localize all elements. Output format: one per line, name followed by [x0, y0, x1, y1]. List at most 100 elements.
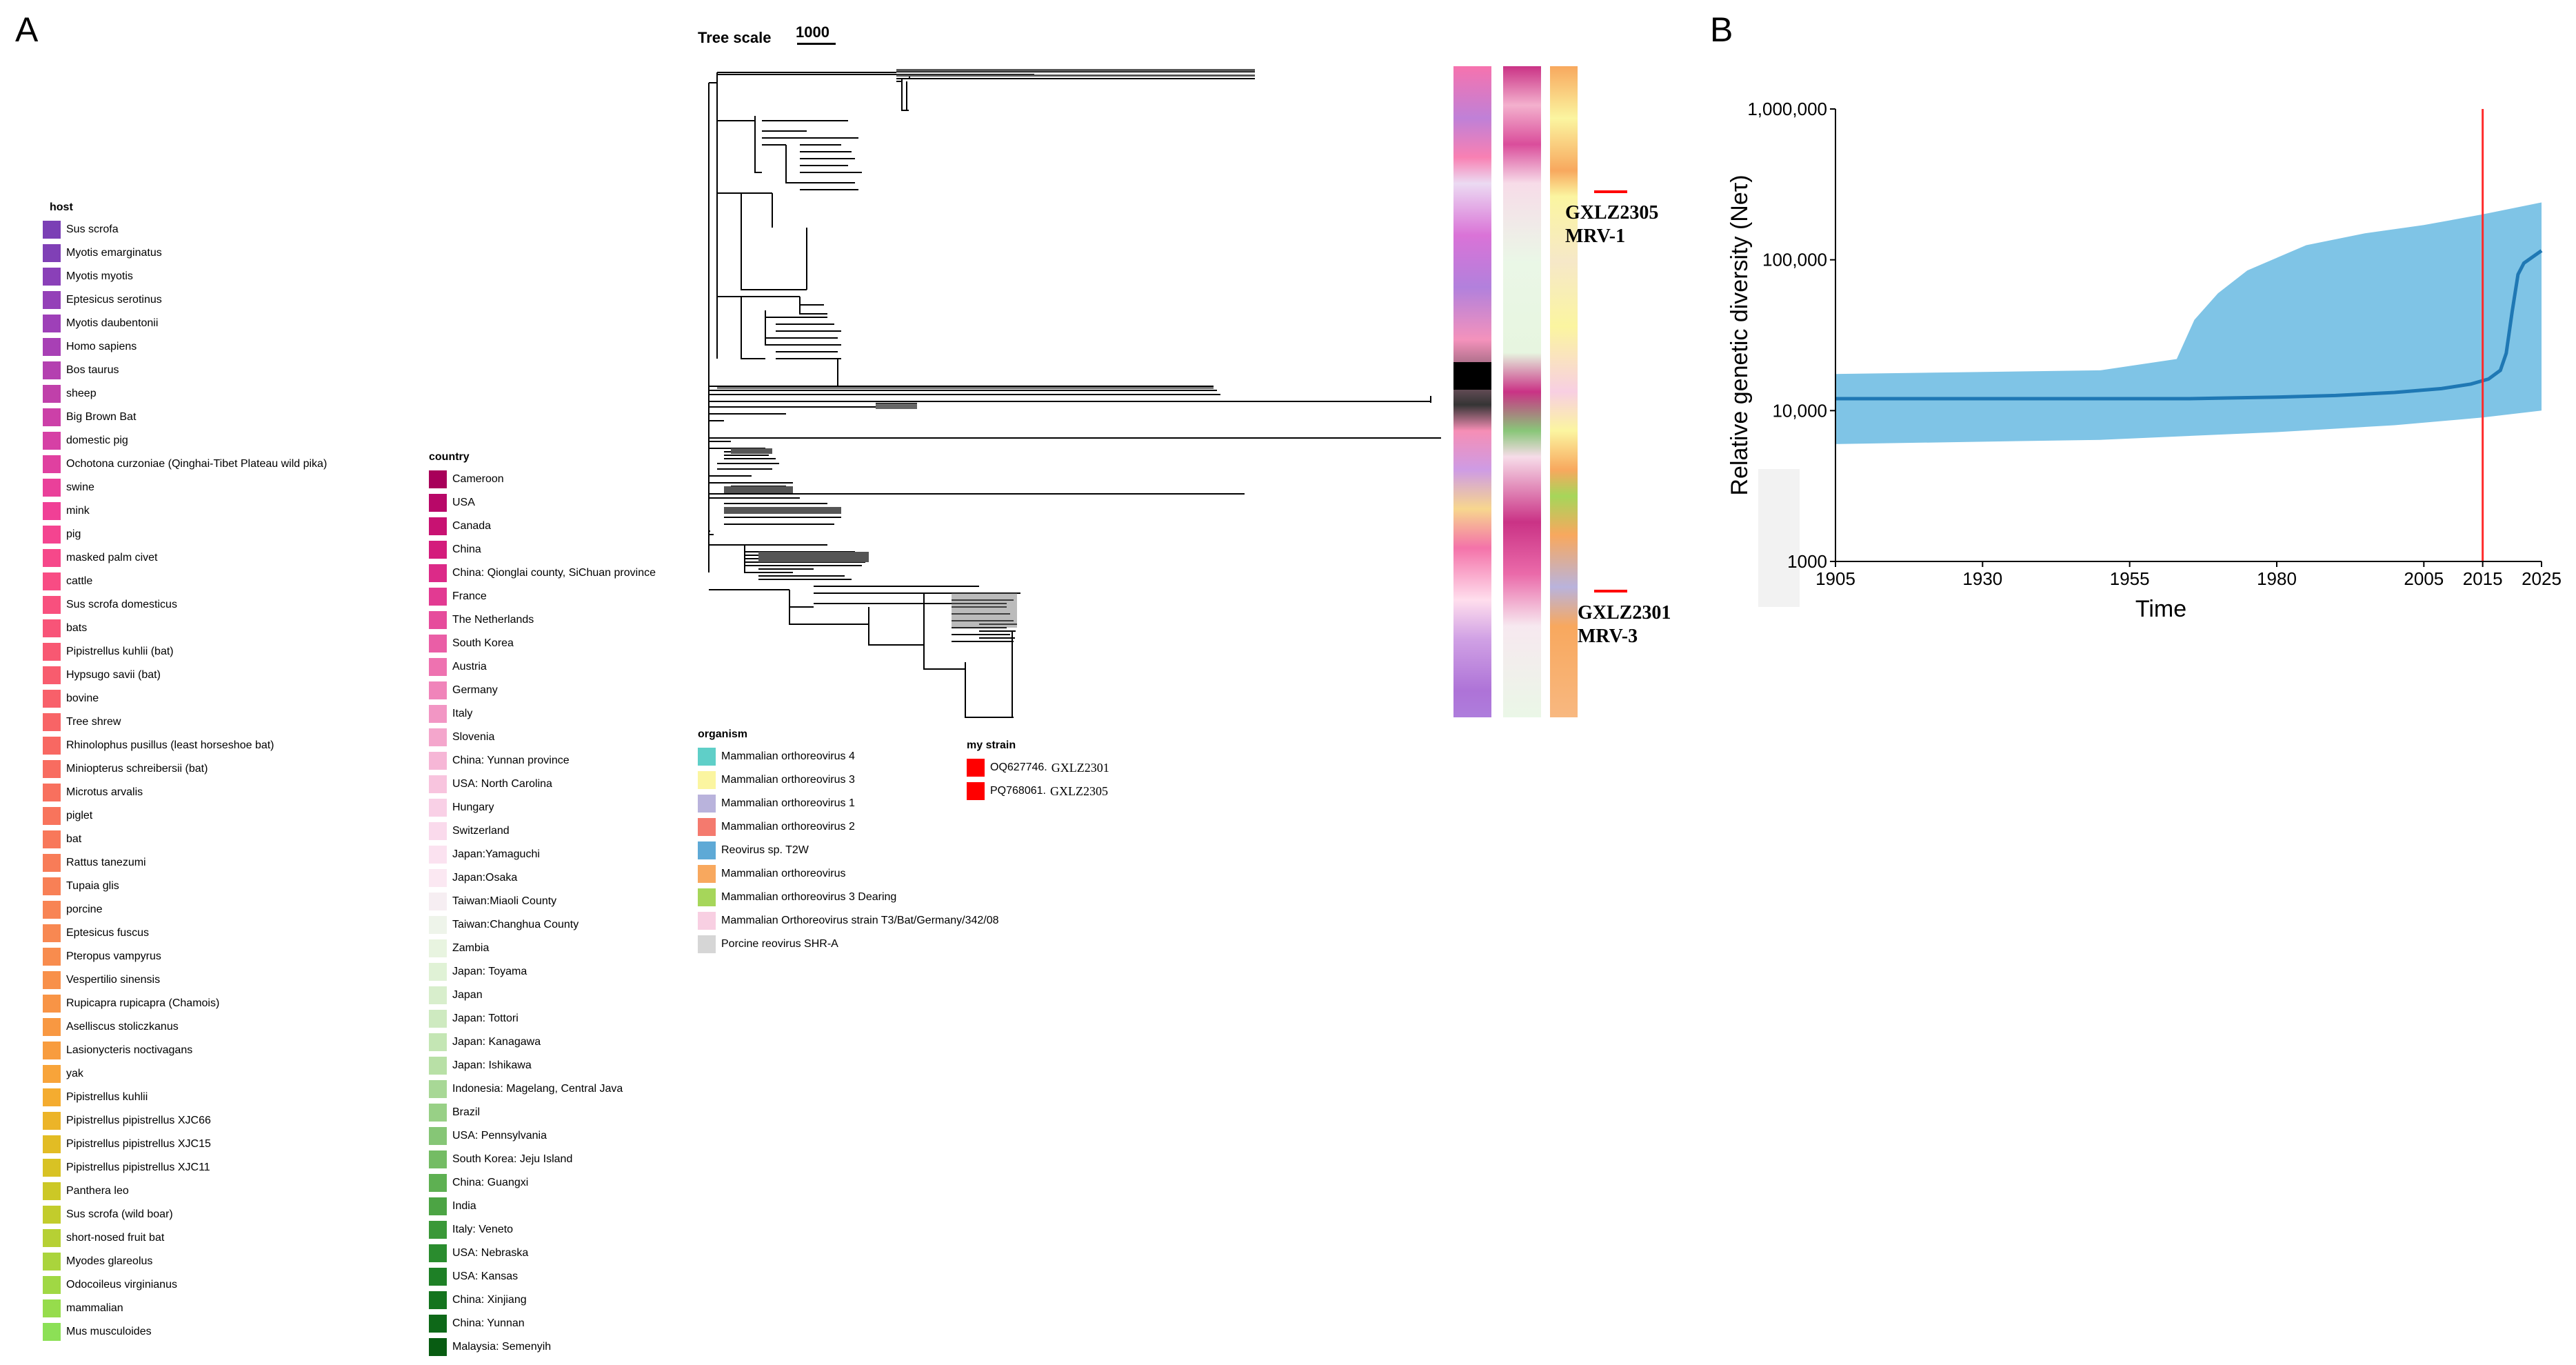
legend-item: USA [429, 491, 656, 515]
legend-label: short-nosed fruit bat [66, 1232, 165, 1244]
legend-item: Hypsugo savii (bat) [43, 664, 327, 687]
legend-item: China: Yunnan [429, 1312, 656, 1335]
legend-label: Panthera leo [66, 1185, 129, 1197]
legend-swatch [43, 690, 61, 708]
legend-label: pig [66, 528, 81, 540]
legend-swatch [967, 782, 985, 800]
legend-swatch [429, 846, 447, 864]
legend-swatch [43, 1112, 61, 1130]
legend-swatch [429, 1221, 447, 1239]
x-tick-label: 1930 [1962, 568, 2002, 589]
legend-label: China: Qionglai county, SiChuan province [452, 567, 656, 579]
legend-swatch [43, 643, 61, 661]
legend-label: Pteropus vampyrus [66, 950, 161, 962]
legend-label: South Korea [452, 637, 514, 649]
legend-item: Mammalian orthoreovirus 4 [698, 745, 999, 768]
legend-swatch [43, 291, 61, 309]
legend-item: Microtus arvalis [43, 781, 327, 804]
legend-item: Germany [429, 679, 656, 702]
legend-label: Cameroon [452, 473, 504, 485]
legend-label: China [452, 544, 481, 555]
country-annotation-strip [1503, 66, 1541, 717]
legend-swatch [698, 818, 716, 836]
legend-swatch [43, 361, 61, 379]
legend-swatch [43, 1206, 61, 1224]
legend-swatch [43, 807, 61, 825]
legend-label: Eptesicus fuscus [66, 927, 150, 939]
legend-item: China: Yunnan province [429, 749, 656, 773]
legend-item: Switzerland [429, 819, 656, 843]
x-tick-label: 2015 [2463, 568, 2503, 589]
legend-label: Indonesia: Magelang, Central Java [452, 1083, 623, 1095]
strain-name: GXLZ2301 [1578, 602, 1671, 624]
legend-label: Ochotona curzoniae (Qinghai-Tibet Platea… [66, 458, 328, 470]
legend-swatch [43, 526, 61, 544]
strain-marker-gxlz2301 [1594, 590, 1627, 592]
y-tick-label: 1000 [1787, 551, 1827, 572]
legend-swatch [43, 268, 61, 286]
legend-item: India [429, 1195, 656, 1218]
legend-swatch [429, 1080, 447, 1098]
legend-item: Cameroon [429, 468, 656, 491]
legend-swatch [43, 315, 61, 332]
legend-swatch [429, 963, 447, 981]
y-tick-label: 1,000,000 [1747, 99, 1827, 119]
legend-item: Miniopterus schreibersii (bat) [43, 757, 327, 781]
legend-swatch [43, 1182, 61, 1200]
legend-label: Japan [452, 989, 483, 1001]
legend-swatch [698, 912, 716, 930]
legend-label: Pipistrellus kuhlii [66, 1091, 148, 1103]
legend-swatch [43, 854, 61, 872]
legend-label: USA [452, 497, 475, 508]
legend-swatch [429, 635, 447, 652]
legend-item: China: Guangxi [429, 1171, 656, 1195]
legend-item: Reovirus sp. T2W [698, 839, 999, 862]
tree-scale-label: Tree scale [698, 29, 772, 46]
legend-item: Japan:Yamaguchi [429, 843, 656, 866]
legend-item: Tree shrew [43, 710, 327, 734]
strain-type: MRV-1 [1565, 226, 1626, 247]
x-tick-label: 2005 [2404, 568, 2444, 589]
confidence-band [1835, 202, 2542, 444]
legend-label: USA: North Carolina [452, 778, 552, 790]
legend-label: Bos taurus [66, 364, 119, 376]
legend-swatch [43, 877, 61, 895]
median-line [1835, 249, 2543, 401]
legend-label: India [452, 1200, 476, 1212]
legend-swatch [43, 1229, 61, 1247]
legend-item: Japan: Ishikawa [429, 1054, 656, 1077]
legend-label: China: Yunnan province [452, 755, 570, 766]
legend-swatch [429, 986, 447, 1004]
legend-label: Myotis daubentonii [66, 317, 159, 329]
legend-item: Zambia [429, 937, 656, 960]
legend-label: Pipistrellus pipistrellus XJC11 [66, 1162, 210, 1173]
legend-item: mink [43, 499, 327, 523]
strain-name: GXLZ2305 [1565, 202, 1659, 223]
legend-label: Myotis myotis [66, 270, 133, 282]
legend-item: Rupicapra rupicapra (Chamois) [43, 992, 327, 1015]
legend-swatch [43, 713, 61, 731]
legend-item: Malaysia: Semenyih [429, 1335, 656, 1359]
strain-marker-gxlz2305 [1594, 190, 1627, 193]
legend-item: bat [43, 828, 327, 851]
legend-swatch [429, 1057, 447, 1075]
legend-item: Pipistrellus pipistrellus XJC11 [43, 1156, 327, 1179]
legend-swatch [43, 1135, 61, 1153]
legend-swatch [43, 408, 61, 426]
legend-item: Myotis daubentonii [43, 312, 327, 335]
legend-item: Sus scrofa (wild boar) [43, 1203, 327, 1226]
strain-label-gxlz2301: GXLZ2301 MRV-3 [1578, 601, 1671, 648]
legend-swatch [43, 666, 61, 684]
legend-swatch [43, 1276, 61, 1294]
legend-swatch [43, 784, 61, 801]
legend-swatch [429, 822, 447, 840]
legend-label: yak [66, 1068, 83, 1079]
legend-item: Lasionycteris noctivagans [43, 1039, 327, 1062]
legend-swatch [429, 517, 447, 535]
legend-label: Mammalian orthoreovirus [721, 868, 846, 879]
legend-label: Homo sapiens [66, 341, 137, 352]
y-tick-label: 100,000 [1762, 250, 1827, 270]
legend-label: Miniopterus schreibersii (bat) [66, 763, 208, 775]
legend-swatch [698, 748, 716, 766]
